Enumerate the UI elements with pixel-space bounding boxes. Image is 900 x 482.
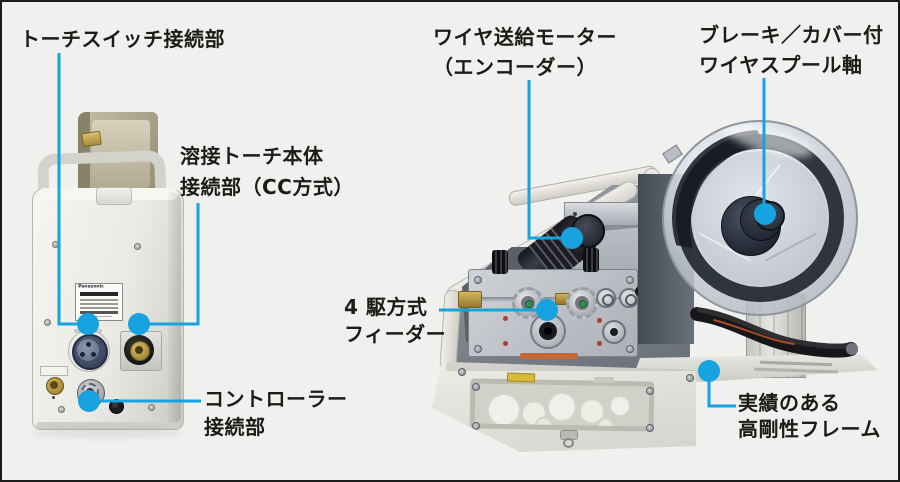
- callout-torch-switch-label: トーチスイッチ接続部: [20, 27, 225, 51]
- roll-ring: [625, 294, 637, 306]
- door-panel: [432, 362, 696, 452]
- screw: [58, 406, 65, 413]
- motor-encoder-cap: [571, 214, 605, 248]
- window-gear: [534, 416, 553, 432]
- door-window: [469, 378, 655, 432]
- drive-gear: [566, 287, 598, 319]
- pressure-knob: [583, 248, 599, 272]
- door-label: [594, 377, 614, 383]
- window-gear: [546, 391, 578, 423]
- callout-frame-label: 実績のある 高剛性フレーム: [738, 391, 881, 441]
- pressure-knob: [492, 250, 508, 274]
- spool-shaft-knob: [755, 201, 785, 231]
- feed-roll-secondary: [602, 320, 626, 344]
- door-top-edge: [446, 362, 696, 371]
- screw: [44, 319, 51, 326]
- plate-screw: [474, 276, 482, 284]
- roll-ring: [602, 294, 614, 306]
- window-screw: [646, 387, 654, 395]
- bearing-mark: [597, 318, 602, 323]
- callout-spool-shaft-label: ブレーキ／カバー付 ワイヤスプール軸: [699, 23, 884, 77]
- gas-inlet-label: [40, 366, 68, 376]
- warning-sticker: [506, 372, 536, 383]
- callout-controller-label: コントローラー 接続部: [204, 387, 348, 439]
- body-top-latch: [96, 187, 132, 205]
- door-screw: [686, 374, 694, 382]
- brass-inlet-guide: [458, 291, 482, 308]
- bearing-mark: [597, 341, 602, 346]
- window-gear: [486, 392, 522, 428]
- plate-screw: [626, 345, 634, 353]
- brand-text: Panasonic: [78, 284, 104, 289]
- body-bottom-edge: [36, 422, 180, 429]
- bearing-mark: [503, 316, 508, 321]
- bracket-screw: [573, 212, 577, 216]
- bearing-mark: [503, 341, 508, 346]
- callout-wire-feed-motor-label: ワイヤ送給モーター （エンコーダー）: [433, 25, 617, 79]
- aux-connector-bore: [112, 402, 118, 408]
- seal-strip: [520, 353, 578, 359]
- roll-bore: [610, 328, 618, 336]
- window-gear: [596, 417, 615, 432]
- outlet-guide-roll: [596, 288, 616, 308]
- plate-screw: [474, 345, 482, 353]
- door-latch-ring: [563, 438, 574, 448]
- door-screw: [458, 368, 466, 376]
- callout-torch-body-label: 溶接トーチ本体 接続部（CC方式）: [180, 144, 354, 199]
- connector-pin: [86, 342, 91, 347]
- callout-feeder-label: 4 駆方式 フィーダー: [344, 295, 447, 346]
- window-screw: [646, 424, 654, 432]
- spool-cover: [662, 120, 858, 316]
- machine-left-shadow: [32, 428, 182, 438]
- window-gear: [608, 394, 632, 418]
- rear-housing-face: [92, 120, 150, 188]
- gear-center-mark: [579, 300, 587, 308]
- gas-inlet-bore: [50, 381, 58, 389]
- window-screw: [472, 383, 480, 391]
- rating-title-bar: [80, 292, 118, 296]
- plate-screw: [626, 276, 634, 284]
- screw: [148, 404, 155, 411]
- window-screw: [472, 422, 480, 430]
- pin-hole: [52, 396, 55, 399]
- connector-pin: [80, 352, 85, 357]
- cc-connector-bore: [135, 346, 143, 354]
- roll-bore: [544, 327, 552, 335]
- feed-roll-main: [530, 313, 566, 349]
- gear-center-mark: [525, 300, 533, 308]
- connector-pin: [91, 352, 96, 357]
